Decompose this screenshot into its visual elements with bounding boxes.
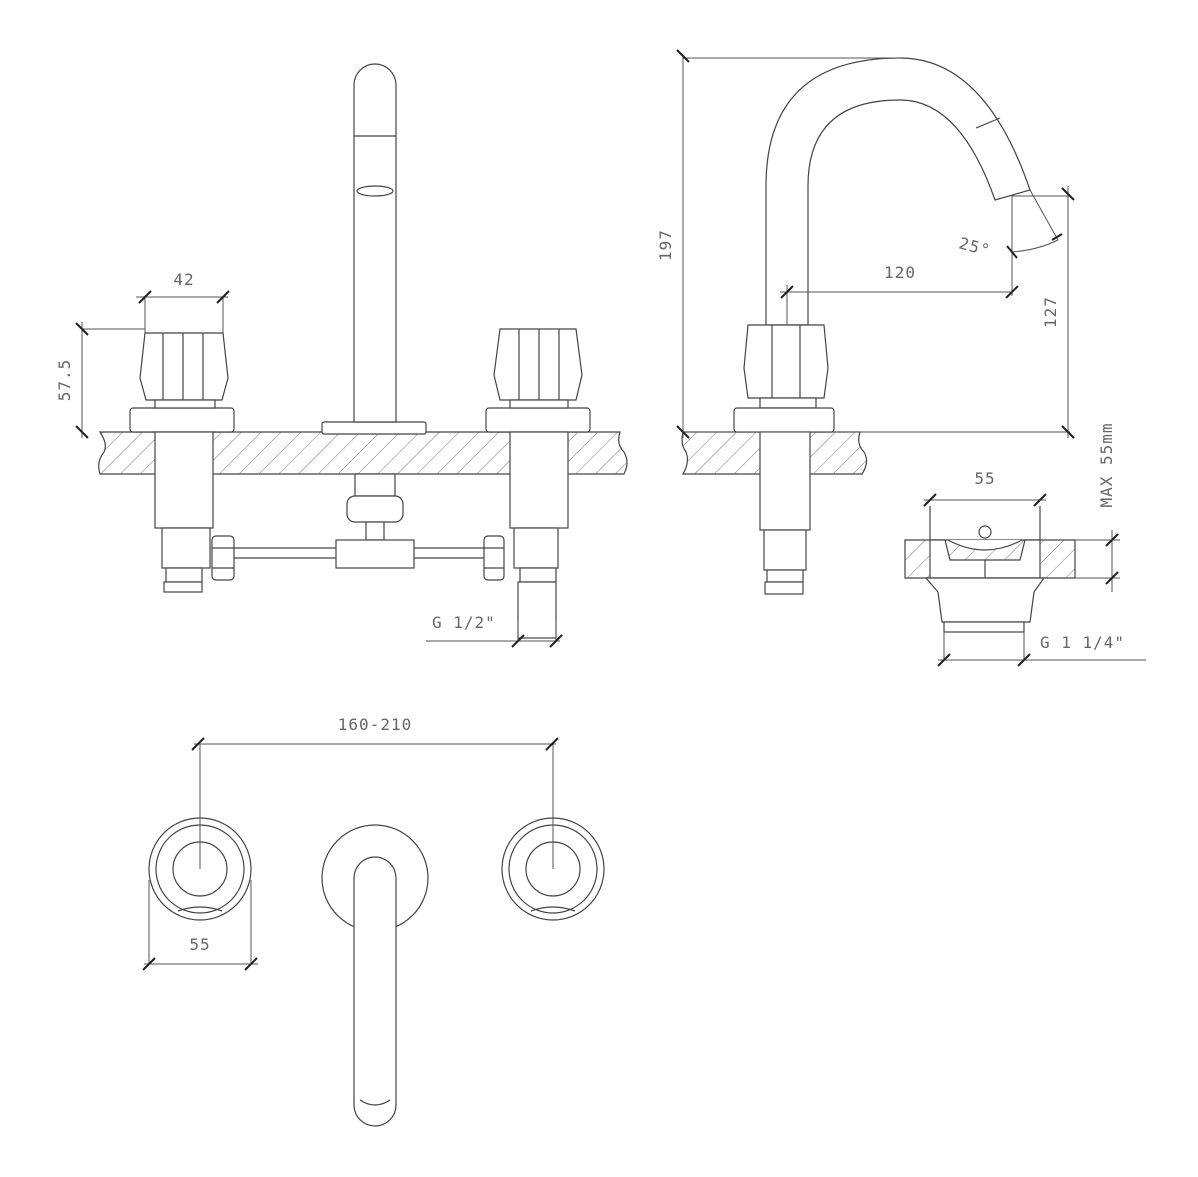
dim-max-thickness: MAX 55mm [1075,422,1120,592]
side-view: 197 120 127 25° [656,49,1075,595]
right-handle [485,328,591,433]
dim-label-max-thickness: MAX 55mm [1097,422,1116,507]
top-view: 160-210 55 [142,715,605,1127]
under-counter-shanks [154,431,569,639]
front-view: 42 57.5 G 1/2" [55,63,628,648]
dim-handle-height: 57.5 [55,322,145,439]
waste-detail: 55 MAX 55mm G 1 1/4" [904,422,1146,667]
dim-label-outlet-height: 127 [1041,296,1060,328]
dim-total-height: 197 [656,49,1070,439]
left-handle [129,332,235,433]
countertop-front [98,431,628,475]
dim-label-handle-height: 57.5 [55,359,74,402]
dim-label-spout-reach: 120 [884,263,916,282]
front-spout [321,63,427,435]
side-spout [733,57,1031,595]
top-spout [321,824,429,1127]
dim-waste-width: 55 [923,469,1047,507]
dim-label-center-spacing: 160-210 [338,715,412,734]
dim-spout-angle: 25° [957,189,1063,261]
dim-label-spout-angle: 25° [957,234,993,261]
dim-label-total-height: 197 [656,229,675,261]
dim-handle-width: 42 [136,270,230,333]
dim-spout-reach: 120 [780,196,1019,325]
dim-outlet-height: 127 [1012,186,1075,439]
dim-label-waste-width: 55 [974,469,995,488]
dim-label-waste-thread: G 1 1/4" [1040,633,1125,652]
dim-rosette-diameter: 55 [142,880,258,971]
dim-label-handle-width: 42 [173,270,194,289]
dim-label-inlet-thread: G 1/2" [432,613,496,632]
dim-center-spacing: 160-210 [191,715,559,869]
dim-inlet-thread: G 1/2" [426,613,563,648]
dim-waste-thread: G 1 1/4" [937,632,1146,667]
dim-label-rosette-diameter: 55 [189,935,210,954]
